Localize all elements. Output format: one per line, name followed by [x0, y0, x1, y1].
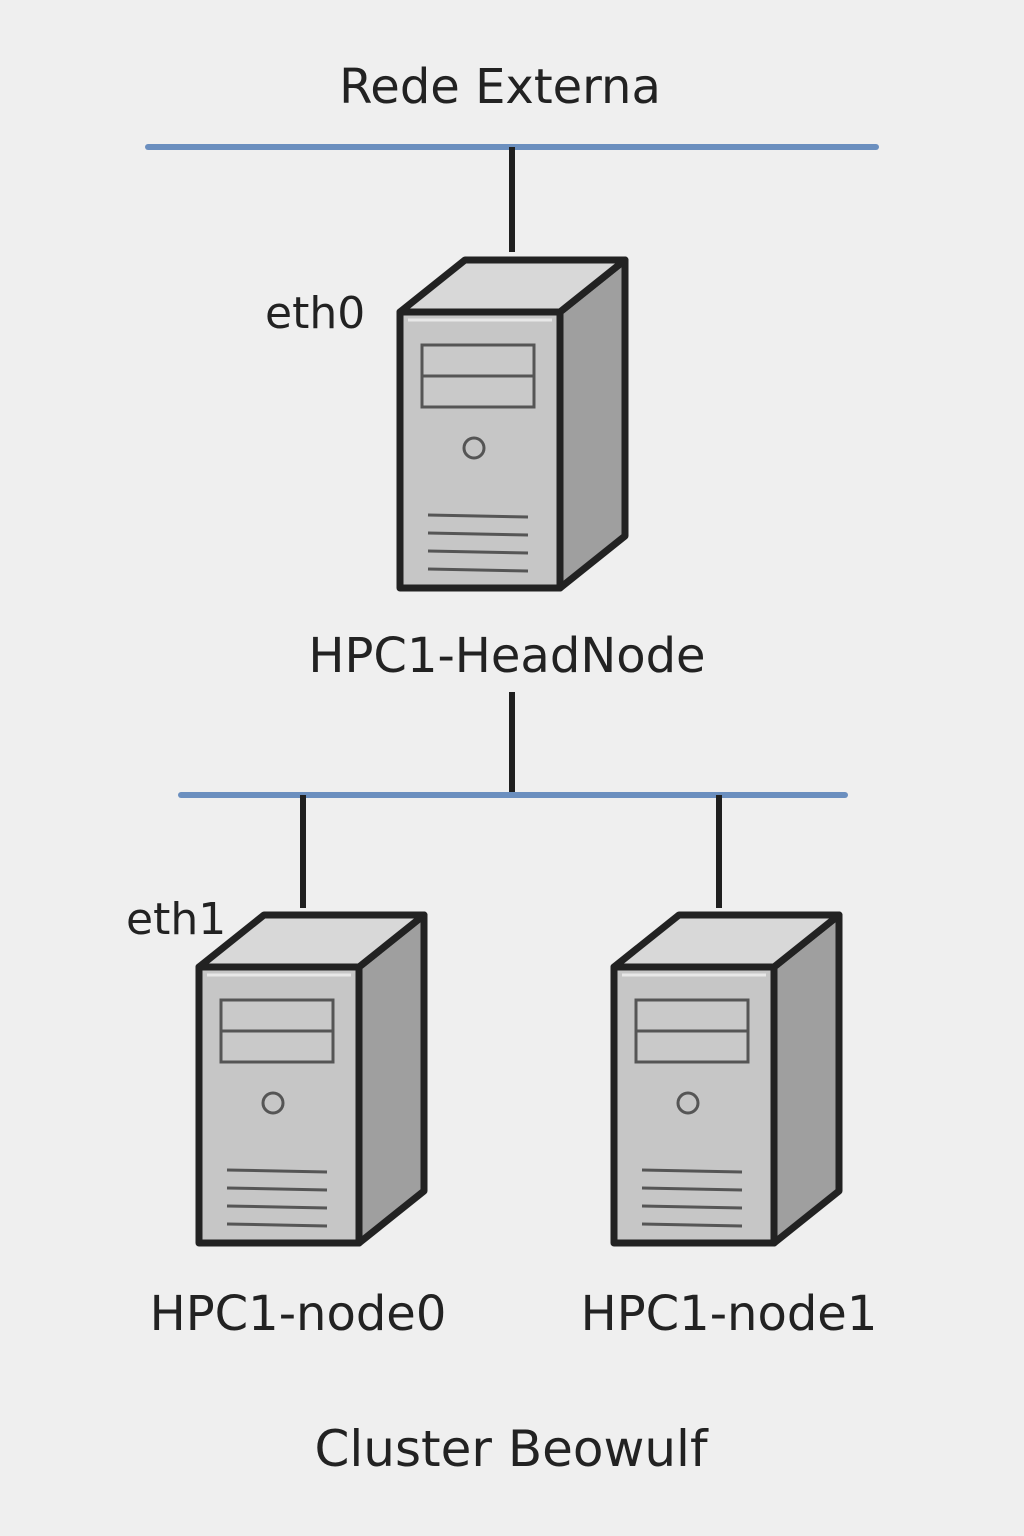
node0-server-icon [199, 915, 424, 1243]
head-node-label: HPC1-HeadNode [308, 628, 705, 684]
head-node-server-icon [400, 260, 625, 588]
node1-label: HPC1-node1 [581, 1286, 878, 1342]
eth0-label: eth0 [265, 288, 365, 339]
external-network-label: Rede Externa [339, 59, 661, 115]
node0-label: HPC1-node0 [150, 1286, 447, 1342]
node1-server-icon [614, 915, 839, 1243]
cluster-caption: Cluster Beowulf [314, 1420, 708, 1478]
eth1-label: eth1 [126, 894, 226, 945]
